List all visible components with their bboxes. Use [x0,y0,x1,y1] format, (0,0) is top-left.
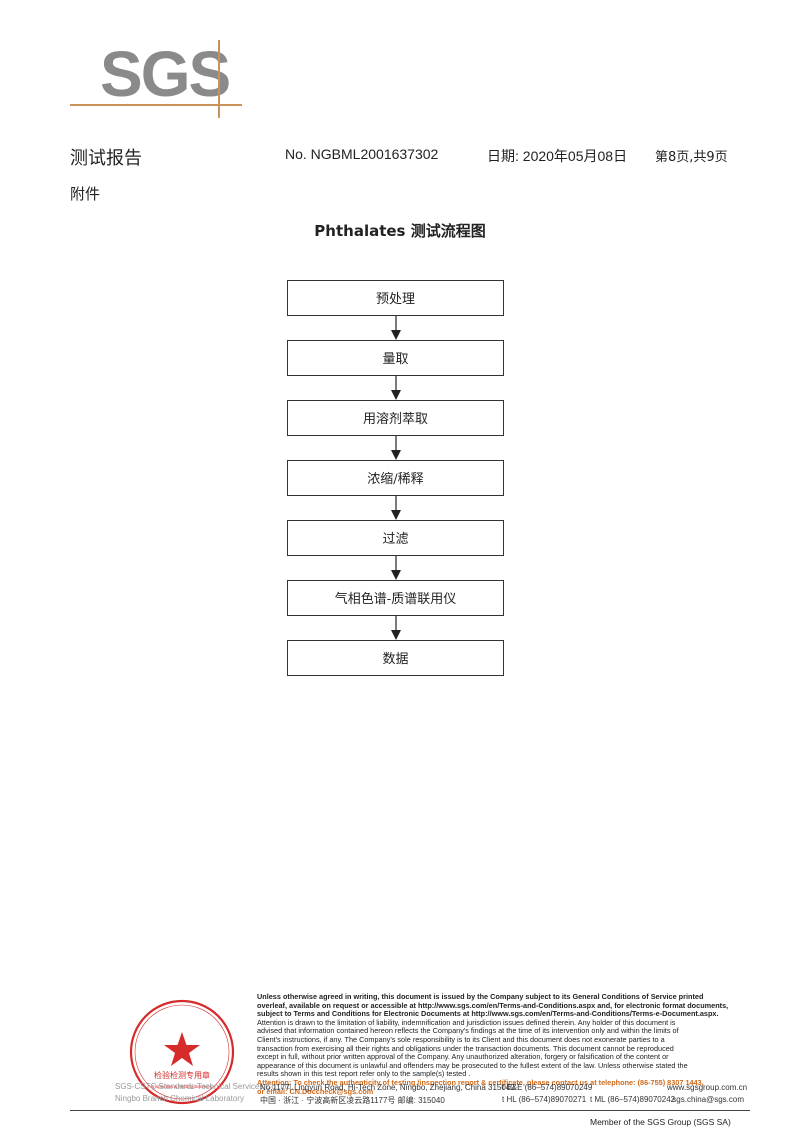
arrow-2 [391,376,401,400]
flow-step-solvent-extraction: 用溶剂萃取 [287,400,504,436]
lab-branch-en: Ningbo Branch Chemical Laboratory [115,1094,244,1103]
address-cn: 中国 · 浙江 · 宁波高新区凌云路1177号 邮编: 315040 [260,1096,445,1105]
attention-line: or email: CN.Doccheck@sgs.com [257,1086,374,1096]
attention-line: Attention: To check the authenticity of … [257,1077,704,1087]
disclaimer-line: appearance of this document is unlawful … [257,1060,688,1070]
telephone-ee: t E&E (86–574)89070249 [502,1083,593,1092]
telephone-ml: t ML (86–574)89070242 [590,1095,676,1104]
flow-step-gc-ms: 气相色谱-质谱联用仪 [287,580,504,616]
arrow-1 [391,316,401,340]
page-indicator: 第8页,共9页 [655,150,728,165]
arrow-3 [391,436,401,460]
flow-step-data: 数据 [287,640,504,676]
website-link[interactable]: www.sgsgroup.com.cn [667,1083,748,1092]
disclaimer-line: transaction from exercising all their ri… [257,1043,674,1053]
disclaimer-line: Unless otherwise agreed in writing, this… [257,992,704,1001]
footer-divider [70,1110,750,1111]
company-seal: 检验检测专用章 Inspection & Testing Services [129,999,235,1105]
report-date: 日期: 2020年05月08日 [487,148,628,164]
flow-step-measure: 量取 [287,340,504,376]
flowchart-title: Phthalates 测试流程图 [314,222,486,240]
report-title: 测试报告 [70,148,142,169]
arrow-6 [391,616,401,640]
seal-text: 检验检测专用章 [154,1070,210,1080]
sgs-logo-text: SGS [100,38,231,110]
flowchart-arrows [391,316,401,640]
seal-star-icon [164,1032,200,1066]
arrow-5 [391,556,401,580]
disclaimer-line: subject to Terms and Conditions for Elec… [257,1009,719,1019]
report-number: No. NGBML2001637302 [285,146,439,162]
lab-name-en: SGS-CSTC Standards Technical Services Co… [115,1082,294,1091]
disclaimer-line: overleaf, available on request or access… [257,1000,729,1010]
disclaimer-line: advised that information contained hereo… [257,1026,679,1036]
seal-subtext: Inspection & Testing Services [152,1084,213,1089]
attachment-label: 附件 [70,185,101,203]
disclaimer-line: results shown in this test report refer … [257,1069,471,1079]
logo-horizontal-line [70,104,242,106]
legal-disclaimer: Unless otherwise agreed in writing, this… [257,992,743,1096]
flow-step-concentrate-dilute: 浓缩/稀释 [287,460,504,496]
address-en: No.1177, Lingyun Road, Hi-Tech Zone, Nin… [260,1083,515,1092]
disclaimer-line: Attention is drawn to the limitation of … [257,1017,676,1027]
telephone-hl: t HL (86–574)89070271 [502,1095,587,1104]
flow-step-pretreatment: 预处理 [287,280,504,316]
disclaimer-line: except in full, without prior written ap… [257,1052,669,1062]
logo-vertical-line [218,40,220,118]
sgs-logo: SGS [70,40,242,118]
arrow-4 [391,496,401,520]
member-statement: Member of the SGS Group (SGS SA) [590,1117,731,1127]
disclaimer-line: Client's instructions, if any. The Compa… [257,1034,665,1044]
email-link[interactable]: sgs.china@sgs.com [672,1095,744,1104]
flow-step-filtration: 过滤 [287,520,504,556]
